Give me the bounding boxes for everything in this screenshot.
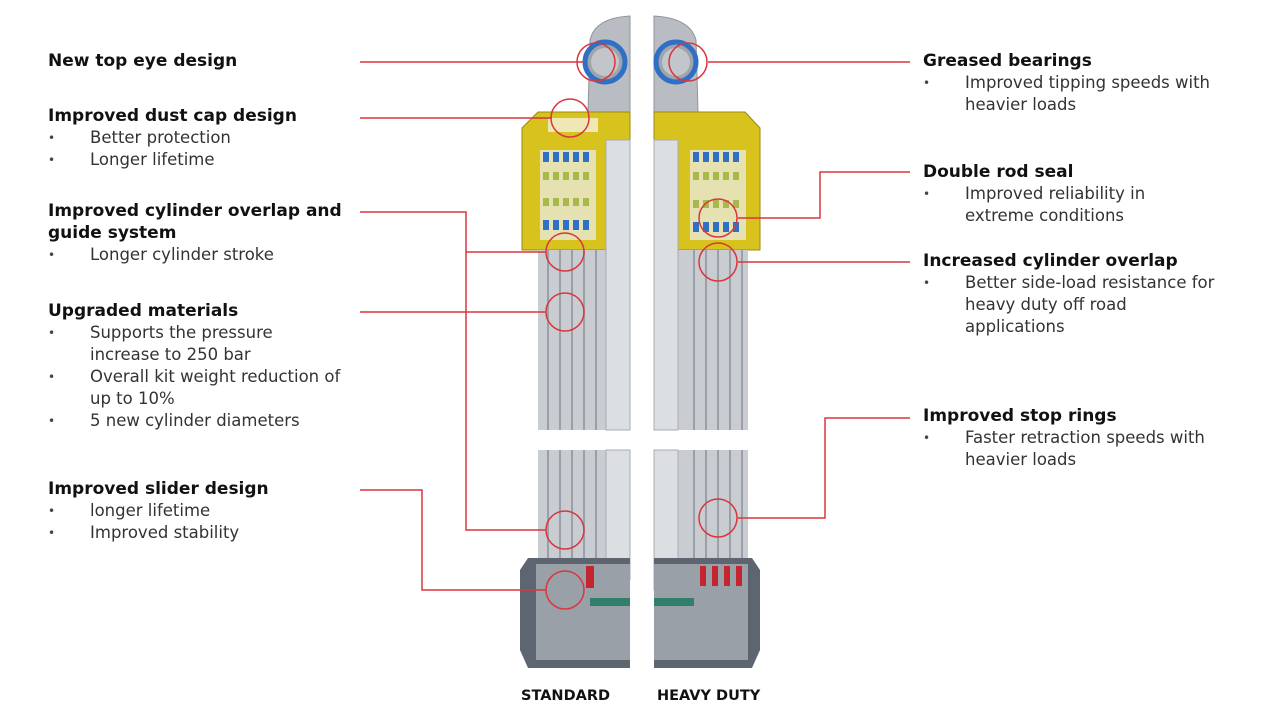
callout-title: New top eye design xyxy=(48,51,238,71)
callout-bullet: Better protection xyxy=(48,127,378,149)
leader-overlap-guide xyxy=(360,211,546,531)
leader-slider xyxy=(360,489,546,591)
marker-overlap xyxy=(698,242,738,282)
leader-rod-seal xyxy=(738,171,910,219)
callout-title: Improved stop rings xyxy=(923,406,1117,426)
leader-lines xyxy=(360,42,910,610)
callout-bullet: Improved reliability in extreme conditio… xyxy=(923,183,1195,227)
callout-bullet: Better side-load resistance for heavy du… xyxy=(923,272,1230,338)
callout-title: Increased cylinder overlap xyxy=(923,251,1178,271)
callout-bullet: Faster retraction speeds with heavier lo… xyxy=(923,427,1210,471)
callout-bullet: Longer lifetime xyxy=(48,149,378,171)
label-standard: STANDARD xyxy=(521,688,611,704)
marker-materials xyxy=(545,292,585,332)
marker-bearings xyxy=(668,42,708,82)
marker-overlap-guide-a xyxy=(545,232,585,272)
leader-stop-rings xyxy=(738,417,910,519)
marker-slider xyxy=(545,570,585,610)
callout-bullet: Improved tipping speeds with heavier loa… xyxy=(923,72,1215,116)
callout-title: Improved slider design xyxy=(48,479,269,499)
marker-top-eye xyxy=(576,42,616,82)
standard-cylinder xyxy=(520,15,631,668)
marker-stop-rings xyxy=(698,498,738,538)
callout-bullet: 5 new cylinder diameters xyxy=(48,410,358,432)
callout-title: Upgraded materials xyxy=(48,301,239,321)
label-heavy-duty: HEAVY DUTY xyxy=(657,688,761,704)
callout-title: Greased bearings xyxy=(923,51,1092,71)
callout-title: Double rod seal xyxy=(923,162,1074,182)
callout-bullet: Supports the pressure increase to 250 ba… xyxy=(48,322,310,366)
marker-overlap-guide-b xyxy=(545,510,585,550)
callout-overlap: Increased cylinder overlap Better side-l… xyxy=(923,250,1243,338)
heavy-duty-cylinder xyxy=(653,15,761,668)
callout-bearings: Greased bearings Improved tipping speeds… xyxy=(923,50,1243,116)
callout-stop-rings: Improved stop rings Faster retraction sp… xyxy=(923,405,1243,471)
callout-title: Improved cylinder overlap and guide syst… xyxy=(48,201,342,243)
callout-bullet: Longer cylinder stroke xyxy=(48,244,358,266)
marker-rod-seal xyxy=(698,198,738,238)
callout-bullet: Overall kit weight reduction of up to 10… xyxy=(48,366,360,410)
callout-bullet: Improved stability xyxy=(48,522,378,544)
callout-rod-seal: Double rod seal Improved reliability in … xyxy=(923,161,1243,227)
callout-slider: Improved slider design longer lifetime I… xyxy=(48,478,378,544)
callout-top-eye: New top eye design xyxy=(48,50,378,72)
marker-dust-cap xyxy=(550,98,590,138)
callout-dust-cap: Improved dust cap design Better protecti… xyxy=(48,105,378,171)
callout-overlap-guide: Improved cylinder overlap and guide syst… xyxy=(48,200,358,266)
callout-title: Improved dust cap design xyxy=(48,106,297,126)
callout-bullet: longer lifetime xyxy=(48,500,378,522)
callout-materials: Upgraded materials Supports the pressure… xyxy=(48,300,358,432)
